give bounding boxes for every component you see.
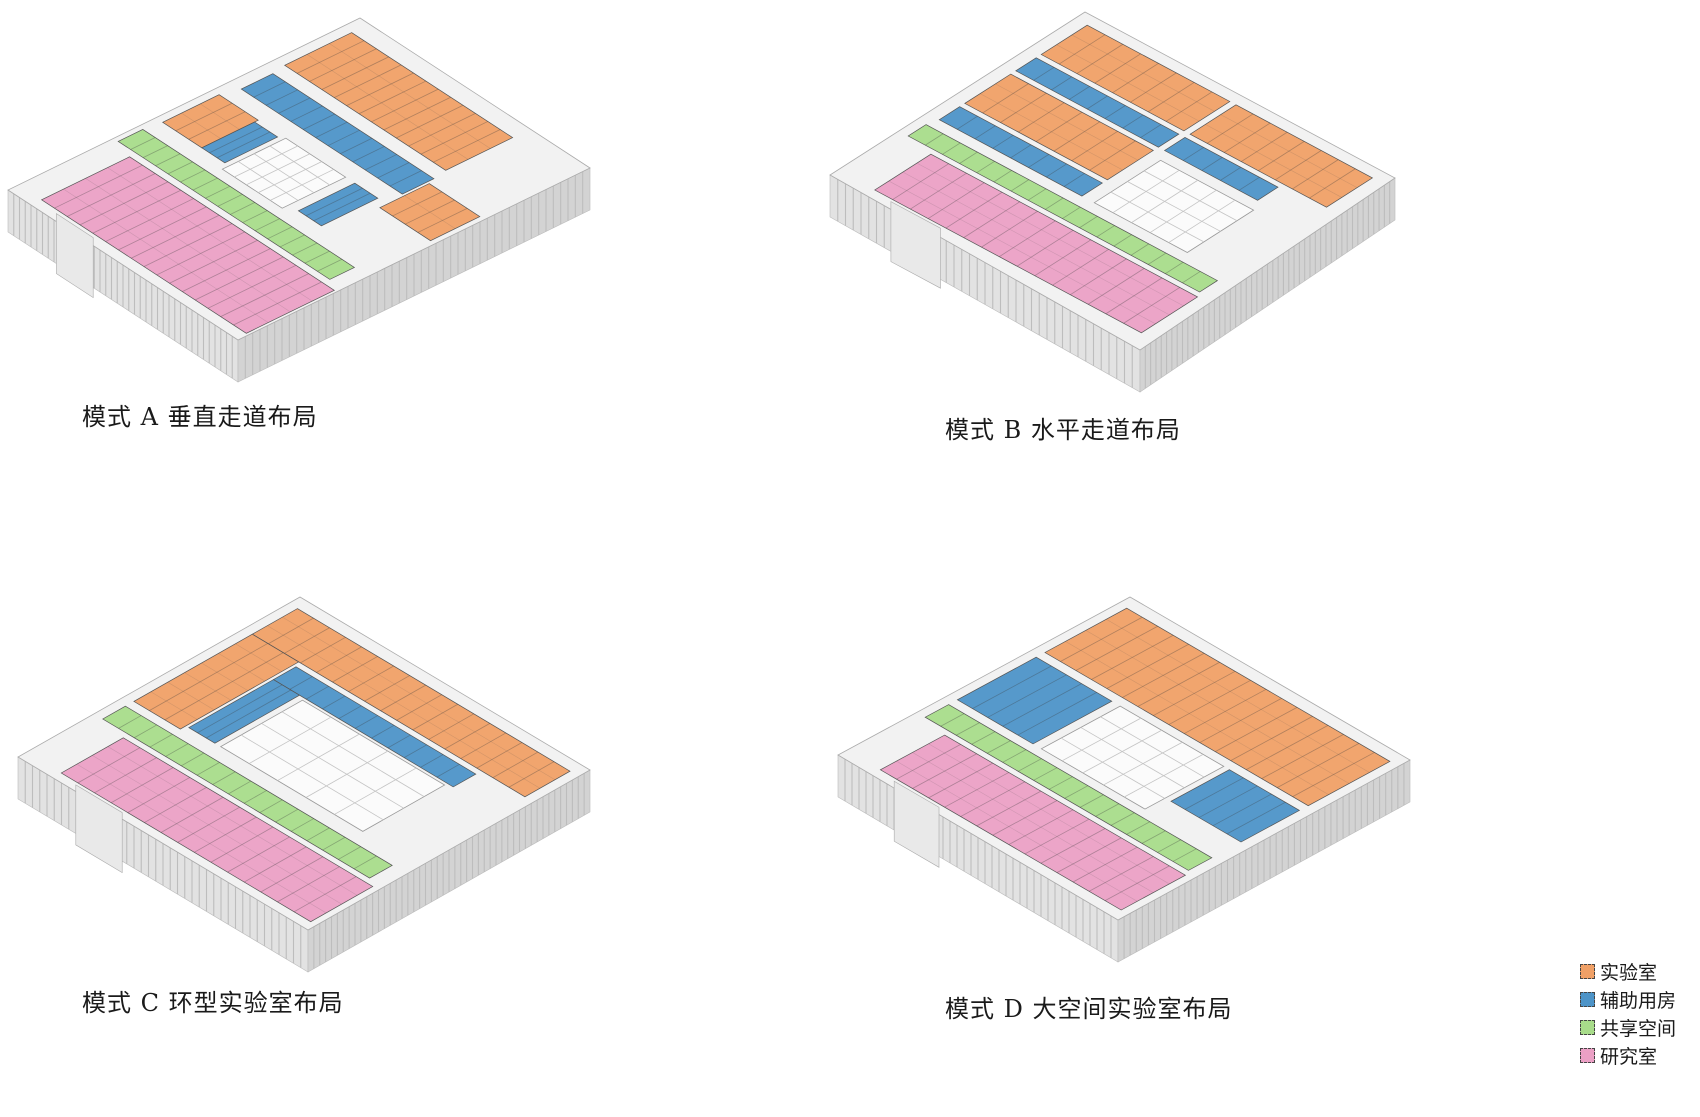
caption-c: 模式 C 环型实验室布局 (82, 989, 344, 1017)
zone-aux (297, 182, 379, 227)
axonometric-model-b (829, 11, 1396, 393)
zone-aux (188, 679, 301, 744)
core-cells (234, 145, 334, 201)
entrance-volume (75, 784, 123, 874)
legend: 实验室 辅助用房 共享空间 研究室 (1580, 958, 1698, 1070)
legend-item-lab: 实验室 (1580, 958, 1698, 984)
zone-research (60, 737, 374, 923)
zone-lab (133, 633, 300, 730)
zone-research (879, 734, 1187, 911)
diagram-panel-d: 模式 D 大空间实验室布局 (820, 585, 1520, 1025)
diagram-panel-a: 模式 A 垂直走道布局 (0, 0, 700, 440)
axonometric-model-c (17, 596, 591, 973)
zone-aux (240, 73, 435, 195)
axonometric-model-a (7, 17, 591, 383)
zone-shared (907, 124, 1219, 293)
zone-research (874, 153, 1199, 334)
entrance-volume (890, 201, 941, 289)
caption-b: 模式 B 水平走道布局 (945, 416, 1181, 444)
core-cells (1110, 169, 1238, 243)
zone-shared (117, 128, 356, 280)
diagram-panel-b: 模式 B 水平走道布局 (820, 0, 1520, 444)
zone-lab (964, 73, 1154, 181)
core-cells (240, 711, 425, 821)
core-cells (1060, 716, 1205, 799)
legend-swatch-shared (1580, 1019, 1595, 1035)
zone-lab (1040, 24, 1231, 132)
zone-research (40, 156, 336, 334)
zone-aux (201, 121, 279, 164)
legend-swatch-lab (1580, 963, 1595, 979)
zone-lab (1189, 104, 1374, 208)
legend-label-lab: 实验室 (1600, 961, 1658, 984)
zone-lab (379, 183, 481, 242)
legend-swatch-aux (1580, 991, 1595, 1007)
legend-swatch-research (1580, 1047, 1595, 1063)
entrance-volume (893, 780, 940, 868)
zone-lab (1044, 607, 1391, 807)
zone-aux (272, 666, 477, 788)
zone-aux (938, 106, 1103, 197)
facade-fins (837, 179, 1391, 389)
legend-item-research: 研究室 (1580, 1042, 1698, 1068)
legend-label-aux: 辅助用房 (1600, 989, 1677, 1012)
zone-shared (102, 705, 393, 879)
entrance-volume (56, 213, 94, 299)
zone-lab (251, 608, 571, 798)
legend-item-shared: 共享空间 (1580, 1014, 1698, 1040)
zone-aux (1163, 136, 1279, 201)
zone-aux (1170, 769, 1301, 843)
caption-d: 模式 D 大空间实验室布局 (945, 995, 1233, 1023)
legend-label-research: 研究室 (1600, 1045, 1658, 1068)
caption-a: 模式 A 垂直走道布局 (82, 403, 318, 431)
zone-aux (956, 656, 1113, 745)
zone-shared (924, 704, 1213, 871)
axonometric-model-d (837, 596, 1411, 963)
building-floor-plate (829, 11, 1396, 351)
zone-aux (1015, 57, 1180, 148)
zone-lab (283, 32, 514, 171)
legend-item-aux: 辅助用房 (1580, 986, 1698, 1012)
legend-label-shared: 共享空间 (1600, 1017, 1677, 1040)
diagram-panel-c: 模式 C 环型实验室布局 (0, 585, 700, 1025)
